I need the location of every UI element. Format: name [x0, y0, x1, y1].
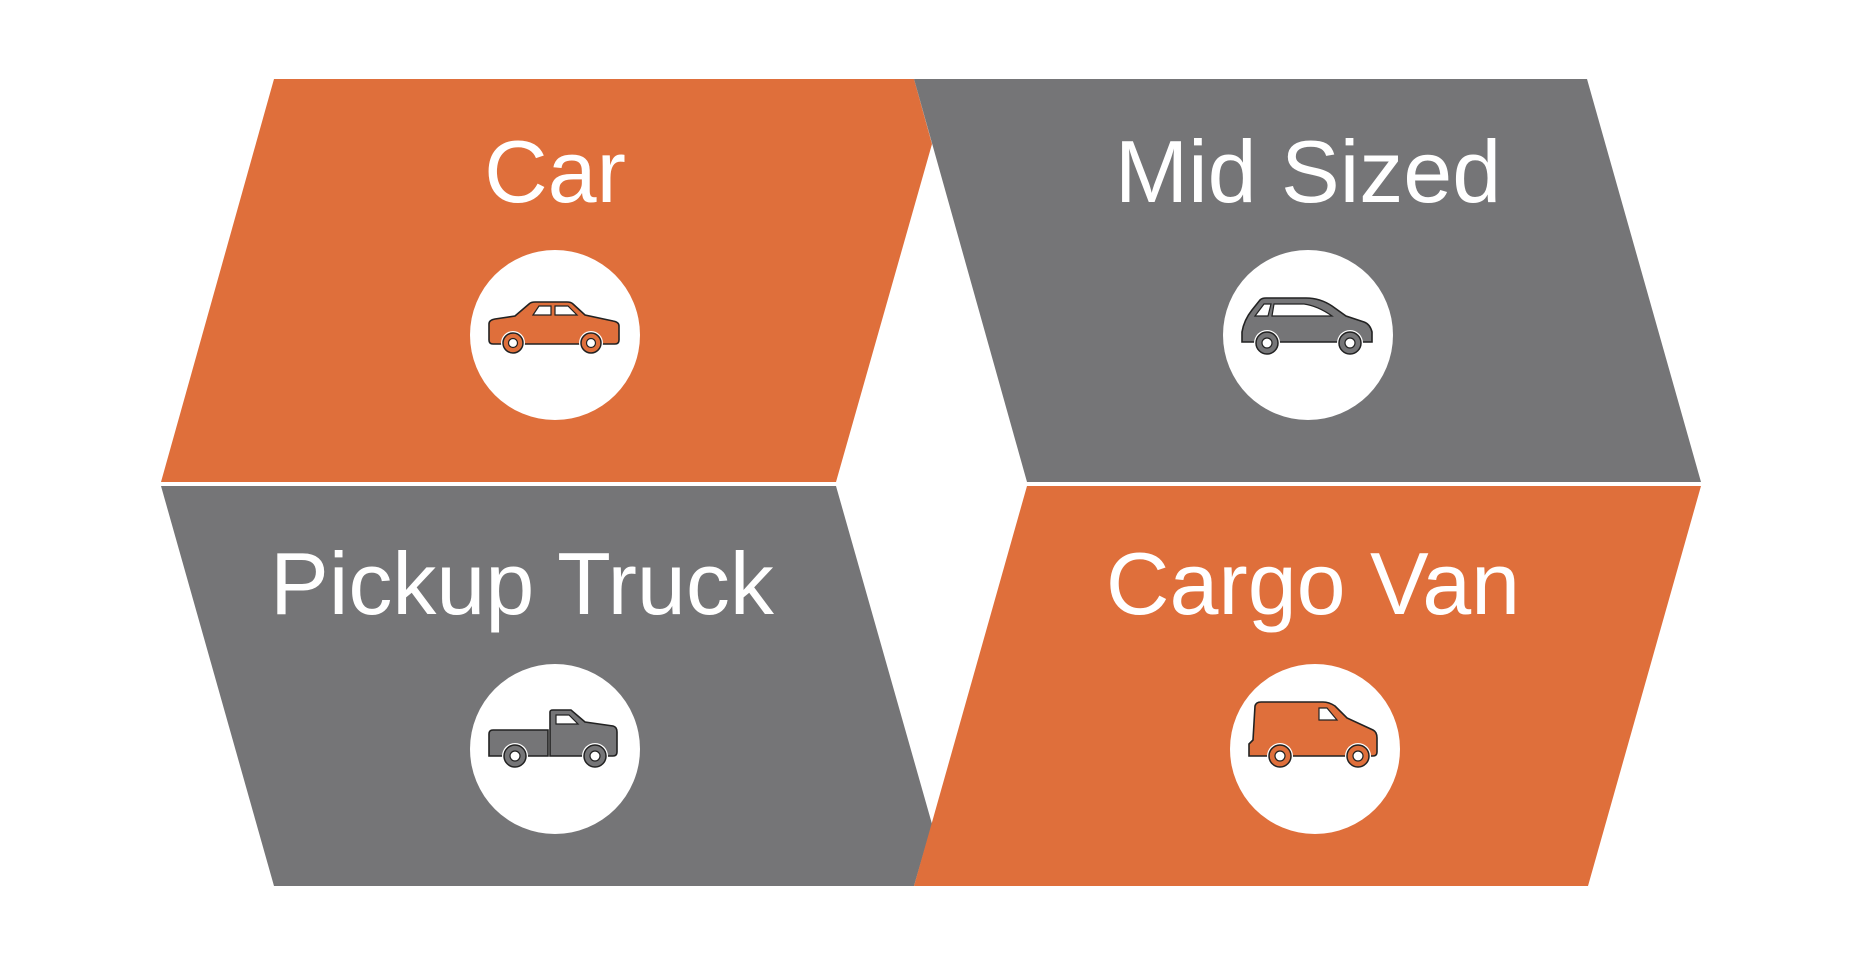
panel-cargo-van-label: Cargo Van — [1106, 534, 1520, 633]
panel-pickup-truck: Pickup Truck — [161, 486, 932, 886]
panel-mid-sized-label: Mid Sized — [1115, 122, 1501, 221]
panel-car-label: Car — [484, 122, 626, 221]
panel-car: Car — [161, 79, 932, 482]
panel-cargo-van: Cargo Van — [914, 486, 1701, 886]
cargo-van-icon — [1248, 701, 1378, 769]
panel-mid-sized: Mid Sized — [914, 79, 1701, 482]
panel-pickup-truck-label: Pickup Truck — [270, 534, 775, 633]
pickup-truck-icon — [488, 709, 618, 769]
sedan-car-icon — [488, 301, 620, 355]
hatchback-car-icon — [1241, 297, 1373, 356]
